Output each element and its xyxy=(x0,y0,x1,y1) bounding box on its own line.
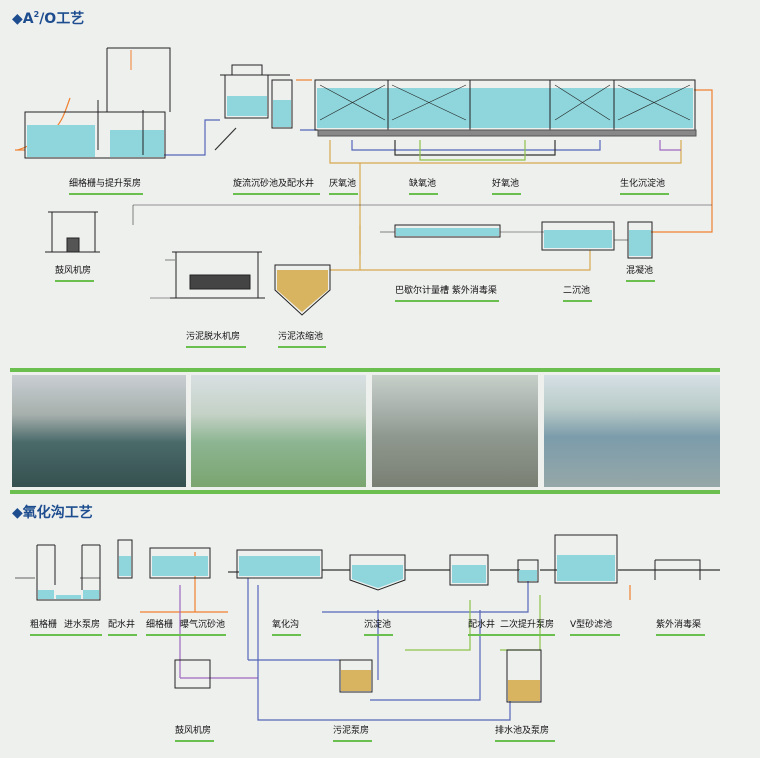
label-inlet-pump: 进水泵房 xyxy=(64,618,100,630)
divider-bottom xyxy=(10,490,720,494)
label-anoxic: 缺氧池 xyxy=(409,177,436,189)
label-aerated-grit: 曝气沉砂池 xyxy=(180,618,225,630)
oxidation-screen-pump xyxy=(36,544,101,601)
a2o-labels: 细格栅与提升泵房 旋流沉砂池及配水井 厌氧池 缺氧池 好氧池 生化沉淀池 鼓风机… xyxy=(55,177,665,342)
label-aerobic: 好氧池 xyxy=(492,177,519,189)
drain-pump-house xyxy=(506,649,542,703)
plant-photo-1 xyxy=(12,375,186,487)
oxidation-label-underlines xyxy=(30,634,705,742)
dist-well-2 xyxy=(449,554,489,586)
label-dist-well-1: 配水井 xyxy=(108,618,135,630)
label-parshall-uv: 巴歇尔计量槽 紫外消毒渠 xyxy=(395,284,497,296)
oxidation-ditch-tank xyxy=(236,549,323,579)
v-filter xyxy=(517,534,701,584)
label-dewater: 污泥脱水机房 xyxy=(186,330,240,342)
a2o-section-title: ◆A2/O工艺 xyxy=(12,10,84,27)
settle-tank xyxy=(349,554,406,591)
a2o-label-underlines xyxy=(55,193,669,348)
label-screen-pump: 细格栅与提升泵房 xyxy=(69,177,141,189)
label-grit-tank: 旋流沉砂池及配水井 xyxy=(233,177,314,189)
secondary-clarifier xyxy=(541,221,653,259)
sludge-dewater xyxy=(170,251,331,316)
a2o-pipes xyxy=(15,79,713,299)
oxidation-section-title: ◆氧化沟工艺 xyxy=(12,504,93,521)
oxidation-labels: 粗格栅 进水泵房 配水井 细格栅 曝气沉砂池 氧化沟 沉淀池 配水井 二次提升泵… xyxy=(30,618,701,736)
screen-pump-house xyxy=(24,47,171,159)
grit-tank xyxy=(220,64,293,129)
label-drain-pump: 排水池及泵房 xyxy=(495,724,549,736)
label-uv-2: 紫外消毒渠 xyxy=(656,618,701,630)
label-lift-2: 二次提升泵房 xyxy=(500,618,554,630)
bio-tanks xyxy=(314,79,697,137)
label-blower: 鼓风机房 xyxy=(55,264,91,276)
sludge-pump-house xyxy=(339,659,373,693)
label-v-filter: V型砂滤池 xyxy=(570,618,612,630)
plant-photo-3 xyxy=(372,375,538,487)
blower-house xyxy=(45,211,100,253)
plant-photo-4 xyxy=(544,375,720,487)
label-secondary: 二沉池 xyxy=(563,284,590,296)
divider-top xyxy=(10,368,720,372)
label-thickener: 污泥浓缩池 xyxy=(278,330,323,342)
label-dist-well-2: 配水井 xyxy=(468,618,495,630)
parshall-uv xyxy=(394,224,501,238)
label-screen: 粗格栅 xyxy=(30,618,57,630)
label-anaerobic: 厌氧池 xyxy=(329,177,356,189)
plant-photo-2 xyxy=(191,375,366,487)
label-blower-2: 鼓风机房 xyxy=(175,724,211,736)
label-oxid-ditch: 氧化沟 xyxy=(272,618,299,630)
label-bio-settle: 生化沉淀池 xyxy=(620,177,665,189)
label-sludge-pump: 污泥泵房 xyxy=(333,724,369,736)
label-settle: 沉淀池 xyxy=(364,618,391,630)
blower-house-2 xyxy=(174,659,211,689)
label-fine-screen: 细格栅 xyxy=(146,618,173,630)
label-coag: 混凝池 xyxy=(626,264,653,276)
dist-well-1 xyxy=(117,539,133,579)
aerated-grit xyxy=(149,547,211,579)
